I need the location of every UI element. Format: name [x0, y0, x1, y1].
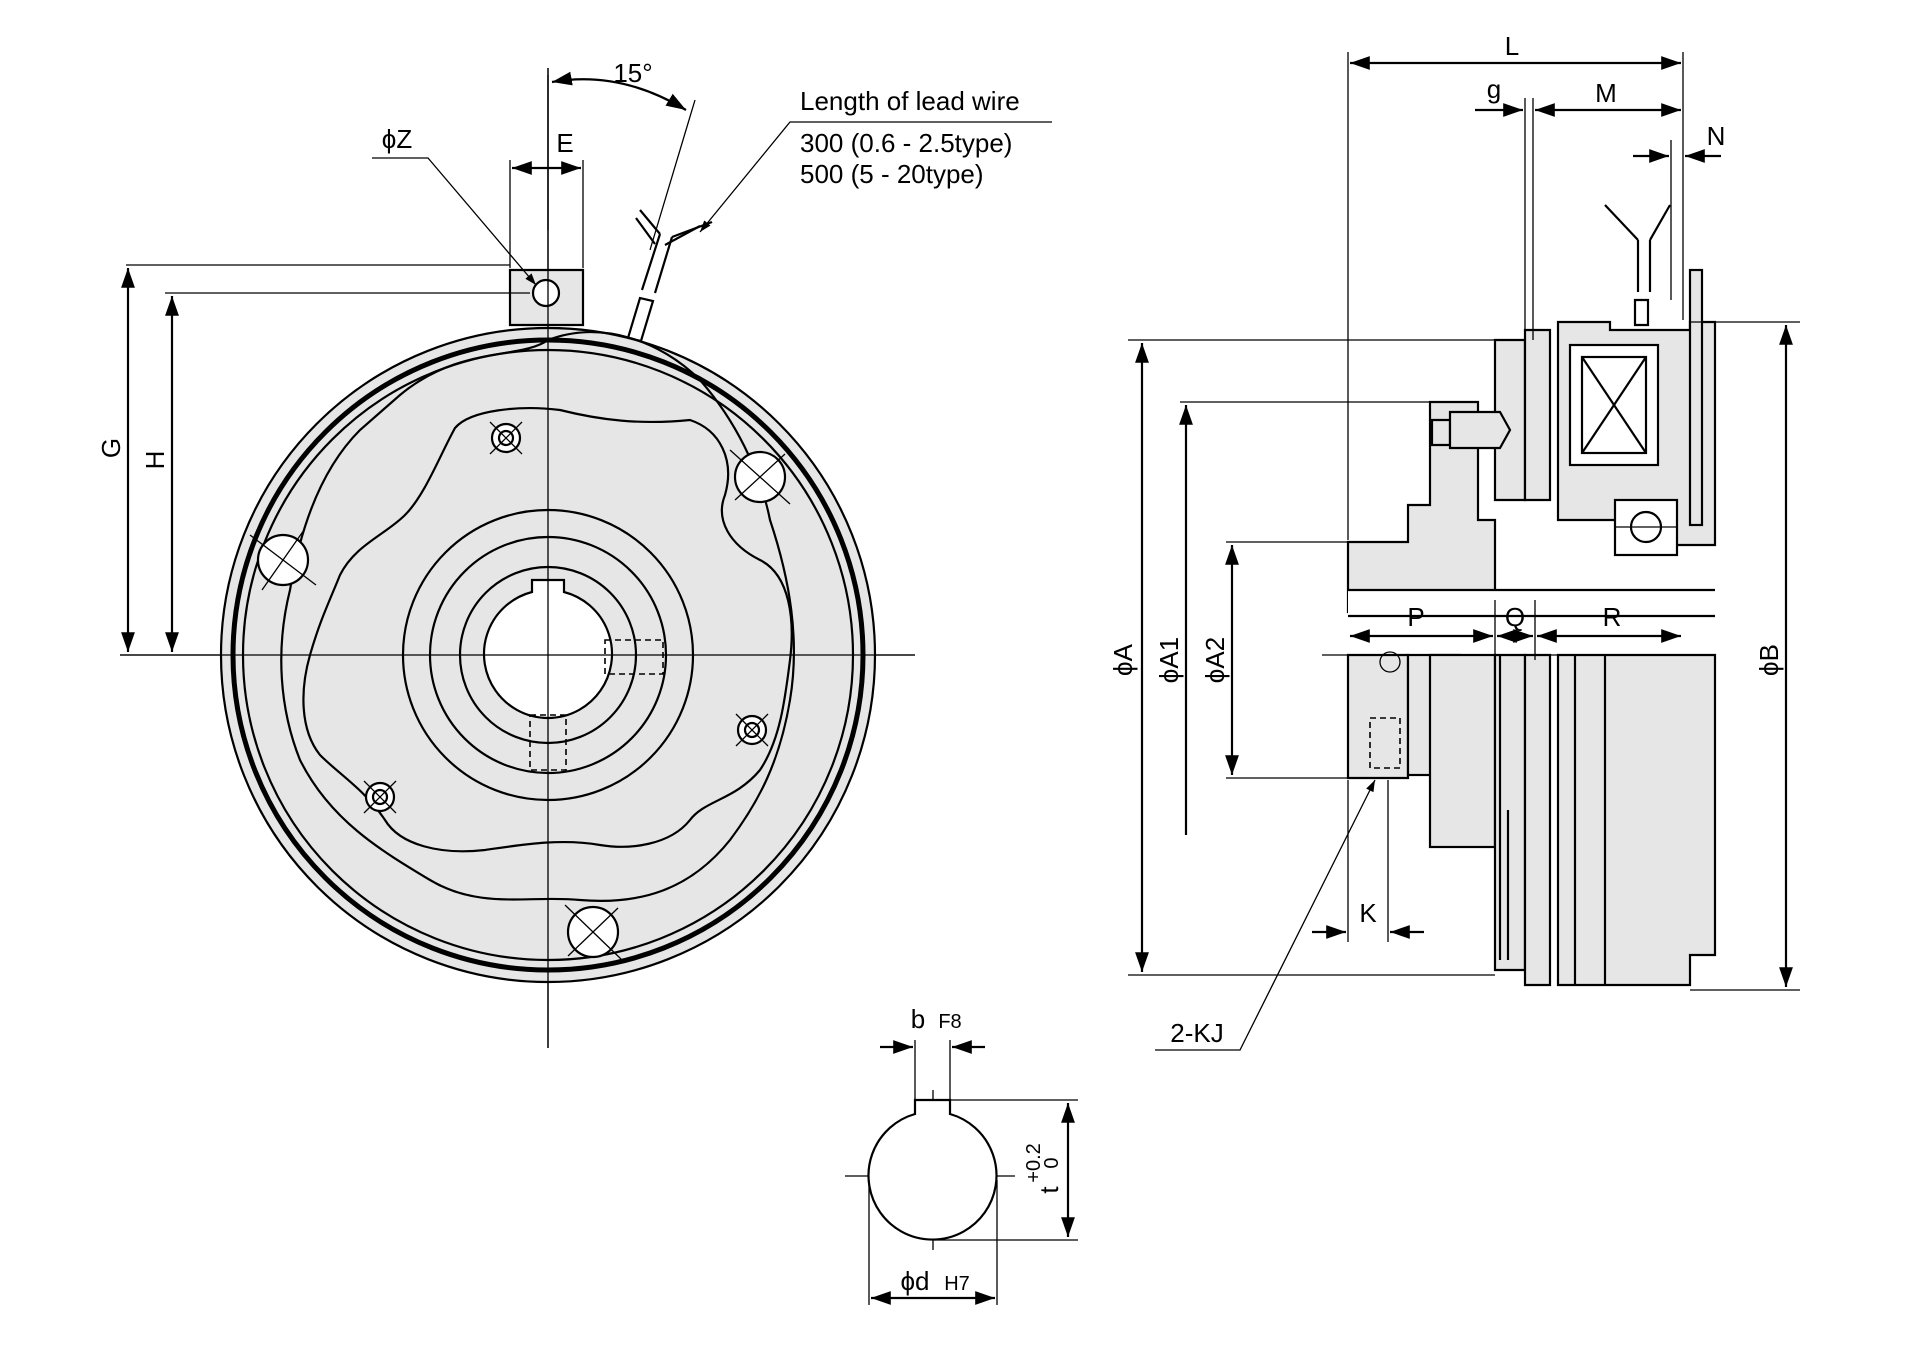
b-label: b — [911, 1004, 925, 1034]
t-tolerance-lower: 0 — [1041, 1157, 1063, 1168]
lead-wire-leader — [699, 121, 1052, 233]
phi-a1-label: ϕA1 — [1154, 637, 1184, 683]
g-label: G — [96, 438, 126, 458]
mounting-flange — [1688, 268, 1704, 527]
hub-set-screw — [1369, 717, 1401, 769]
g-small-label: g — [1487, 74, 1501, 104]
front-view: G H E ϕZ 15° — [96, 58, 1052, 1048]
phi-d-label: ϕd — [900, 1266, 929, 1296]
armature-screw-1 — [489, 421, 523, 455]
kj-label: 2-KJ — [1170, 1018, 1223, 1048]
keyway-detail: b F8 t +0.2 0 ϕd H7 — [845, 1004, 1078, 1305]
lead-wire-side — [1604, 204, 1671, 327]
p-label: P — [1407, 602, 1424, 632]
phi-z-leader — [372, 157, 537, 286]
angle-arc — [551, 71, 687, 111]
rotor-upper — [1523, 328, 1552, 502]
hub-lower-body — [1428, 653, 1497, 849]
kj-leader — [1155, 779, 1376, 1051]
side-view: L g M N P Q R ϕA ϕA1 ϕA2 — [1108, 31, 1800, 1051]
lead-wire-front — [626, 209, 713, 343]
lead-wire-title: Length of lead wire — [800, 86, 1020, 116]
angle-label: 15° — [613, 58, 652, 88]
armature-bolt — [1448, 410, 1512, 450]
rotor-lower — [1523, 653, 1552, 987]
q-label: Q — [1505, 602, 1525, 632]
armature-screw-3 — [363, 780, 397, 814]
m-label: M — [1595, 78, 1617, 108]
lead-wire-line2: 500 (5 - 20type) — [800, 159, 984, 189]
mounting-hole-1 — [249, 529, 317, 591]
phi-a2-label: ϕA2 — [1200, 637, 1230, 683]
mounting-hole-2 — [729, 449, 791, 505]
phi-d-tolerance: H7 — [944, 1273, 970, 1295]
l-label: L — [1505, 31, 1519, 61]
armature-screw-2 — [735, 713, 769, 747]
set-screw-vertical — [529, 714, 567, 771]
phi-b-label: ϕB — [1754, 644, 1784, 676]
lead-wire-line1: 300 (0.6 - 2.5type) — [800, 128, 1012, 158]
tab-hole — [531, 278, 561, 308]
e-label: E — [556, 128, 573, 158]
h-label: H — [140, 451, 170, 470]
t-tolerance-upper: +0.2 — [1023, 1143, 1045, 1182]
keyway-profile — [867, 1098, 998, 1241]
n-label: N — [1707, 121, 1726, 151]
coil-housing-lower — [1556, 653, 1717, 987]
mounting-hole-3 — [564, 904, 622, 960]
hub-lower-front — [1346, 653, 1410, 780]
t-label: t — [1034, 1186, 1064, 1194]
phi-a-label: ϕA — [1108, 643, 1138, 676]
set-screw-horizontal — [604, 639, 664, 675]
phi-z-label: ϕZ — [382, 124, 413, 154]
armature-outline — [280, 331, 796, 902]
r-label: R — [1603, 602, 1622, 632]
k-label: K — [1359, 898, 1377, 928]
b-tolerance: F8 — [938, 1011, 961, 1033]
